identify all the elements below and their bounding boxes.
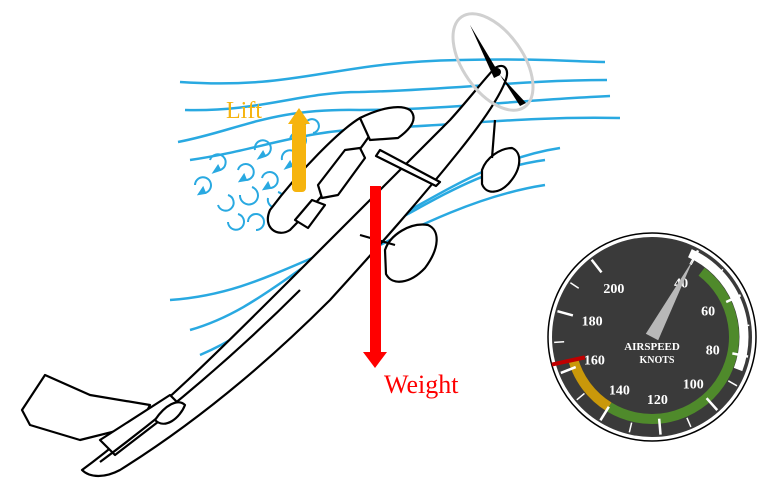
lift-label: Lift: [226, 98, 262, 124]
gauge-tick-label: 120: [647, 393, 668, 408]
gauge-tick: [628, 422, 633, 433]
lift-arrow-shaft: [292, 122, 306, 192]
eddy-arrowhead: [261, 180, 272, 191]
airspeed-indicator: 406080100120140160180200 AIRSPEED KNOTS: [547, 232, 757, 442]
gauge-tick: [725, 294, 742, 304]
weight-arrow-shaft: [370, 186, 381, 358]
weight-label: Weight: [384, 370, 459, 399]
aircraft-nose-wheel: [480, 146, 521, 193]
gauge-tick-label: 200: [603, 282, 624, 297]
gauge-tick: [557, 310, 574, 317]
propeller-blade: [500, 75, 526, 106]
eddy-icon: [217, 194, 235, 212]
gauge-white-arc: [687, 249, 749, 372]
aircraft-belly-line: [99, 289, 301, 463]
aircraft: [20, 64, 521, 478]
gauge-tick: [657, 418, 662, 435]
gauge-tick: [732, 352, 749, 358]
gauge-red-line: [551, 355, 586, 367]
aircraft-nose-gear-leg: [490, 119, 497, 159]
weight-arrow: [363, 186, 387, 368]
eddy-arrowhead: [196, 185, 207, 196]
propeller-blade: [470, 25, 500, 78]
eddy-icon: [194, 176, 212, 194]
gauge-tick-label: 100: [683, 377, 704, 392]
eddy-icon: [247, 213, 265, 231]
eddy-icon: [209, 153, 227, 171]
gauge-tick-label: 80: [706, 343, 720, 358]
propeller: [451, 12, 535, 112]
eddy-icon: [261, 171, 279, 189]
propeller-spinner: [493, 68, 501, 76]
eddy-icon: [227, 213, 245, 231]
eddy-arrowhead: [283, 160, 294, 170]
eddy-arrowhead: [211, 164, 222, 174]
streamline-1: [179, 58, 606, 85]
eddy-icon: [253, 139, 272, 157]
gauge-tick: [590, 259, 603, 274]
aircraft-window: [316, 146, 367, 200]
eddy-arrowhead: [237, 172, 248, 183]
weight-arrow-head: [363, 352, 387, 368]
gauge-tick-label: 140: [609, 384, 630, 399]
lift-arrow: [288, 108, 310, 192]
eddy-icon: [237, 163, 255, 181]
streamline-2: [184, 78, 608, 112]
gauge-tick: [715, 268, 724, 277]
gauge-title-line1: AIRSPEED: [624, 341, 680, 353]
gauge-yellow-arc: [568, 358, 612, 411]
aircraft-rear-fairing: [153, 401, 187, 425]
aircraft-canopy: [358, 106, 415, 142]
gauge-tick: [560, 365, 577, 375]
gauge-tick: [576, 392, 585, 401]
gauge-tick: [569, 282, 580, 289]
gauge-tick-label: 60: [701, 305, 715, 320]
lift-arrow-head: [288, 108, 310, 124]
propeller-disc: [451, 12, 535, 112]
gauge-tick: [727, 380, 738, 387]
gauge-green-arc: [606, 267, 739, 424]
gauge-tick: [686, 417, 692, 428]
eddy-icon: [238, 186, 259, 206]
gauge-tick: [554, 341, 565, 344]
gauge-tick: [705, 397, 719, 411]
gauge-title-line2: KNOTS: [639, 355, 674, 366]
gauge-tick: [739, 324, 750, 328]
aircraft-main-wheel: [383, 223, 438, 283]
gauge-needle: [645, 259, 694, 341]
aircraft-window: [293, 198, 327, 230]
gauge-tick: [599, 406, 610, 421]
gauge-tick-label: 160: [584, 354, 605, 369]
streamline-3: [177, 94, 611, 144]
aircraft-strut: [374, 148, 442, 188]
gauge-tick-label: 180: [582, 315, 603, 330]
eddy-arrowhead: [256, 150, 267, 160]
